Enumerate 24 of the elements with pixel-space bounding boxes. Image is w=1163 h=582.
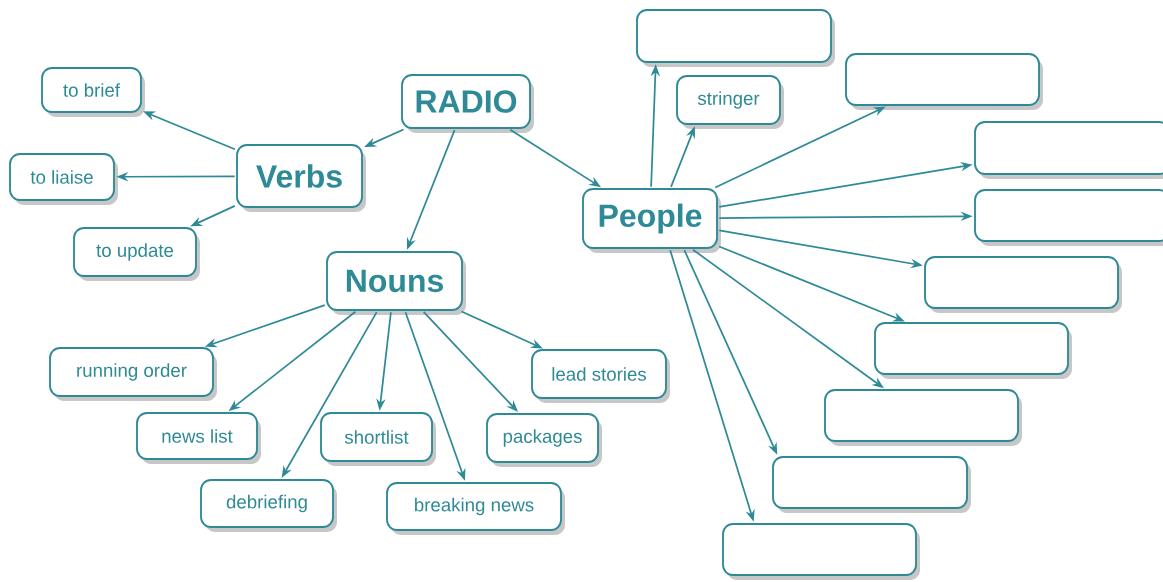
answer-box [974,189,1163,246]
topic-box: Verbs [236,144,366,212]
word-box: shortlist [320,412,436,466]
word-box: stringer [676,75,784,129]
word-box: packages [486,413,602,467]
word-box: to liaise [9,153,118,205]
word-box: running order [49,347,217,401]
word-box: lead stories [531,349,670,403]
topic-box: Nouns [326,251,466,315]
answer-box [636,9,835,67]
word-box: debriefing [200,479,337,532]
answer-box [974,121,1163,179]
word-box: news list [136,412,261,464]
answer-box [874,322,1072,379]
answer-box [722,523,920,580]
word-box: to update [73,227,200,281]
answer-box [824,389,1022,446]
topic-box: People [582,188,721,253]
answer-box [845,53,1043,110]
word-box: to brief [41,67,145,117]
topic-box: RADIO [401,74,534,133]
answer-box [924,256,1122,313]
word-box: breaking news [386,482,565,535]
answer-box [772,456,971,513]
